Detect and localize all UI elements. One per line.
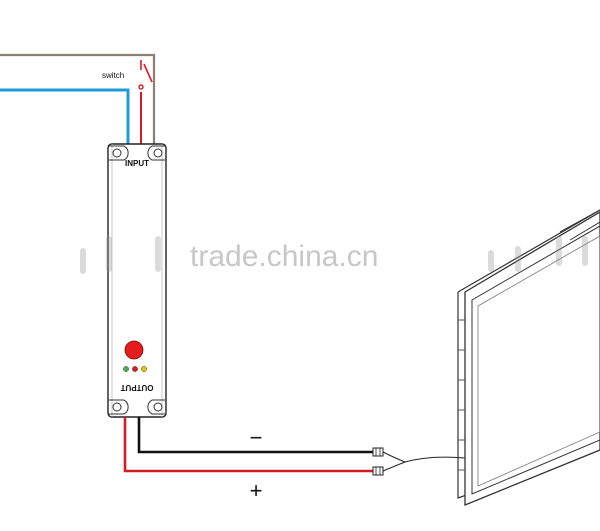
panel-cable: [382, 451, 466, 472]
positive-connector: [372, 466, 384, 476]
led-driver: INPUT OUTPUT: [107, 143, 167, 418]
switch-label: switch: [102, 71, 124, 80]
led-yellow-icon: [141, 366, 147, 372]
negative-connector: [372, 447, 384, 457]
switch-symbol: [138, 55, 155, 90]
neutral-wire: [0, 88, 130, 150]
live-wire: [0, 53, 156, 150]
input-label: INPUT: [125, 159, 149, 168]
led-green-icon: [123, 366, 129, 372]
mount-top-right-icon: [147, 145, 165, 161]
panel-inner-frame-2: [477, 235, 600, 487]
led-panel: [457, 209, 600, 506]
minus-label: −: [250, 425, 263, 450]
led-red-icon: [132, 366, 138, 372]
positive-wire: [123, 417, 373, 473]
mount-bottom-right-icon: [147, 399, 165, 415]
mount-top-left-icon: [109, 145, 129, 161]
panel-inner-frame-1: [471, 225, 600, 495]
driver-body: [107, 143, 167, 418]
indicator-button: [124, 340, 144, 360]
output-label: OUTPUT: [120, 383, 153, 392]
mount-bottom-left-icon: [109, 399, 129, 415]
watermark-text: trade.china.cn: [190, 240, 378, 273]
panel-frame-ticks: [458, 319, 465, 471]
negative-wire: [137, 417, 373, 454]
plus-label: +: [250, 478, 263, 503]
panel-outer-frame: [464, 211, 600, 506]
panel-top-detail: [559, 209, 600, 241]
watermark-logo: [80, 236, 588, 274]
